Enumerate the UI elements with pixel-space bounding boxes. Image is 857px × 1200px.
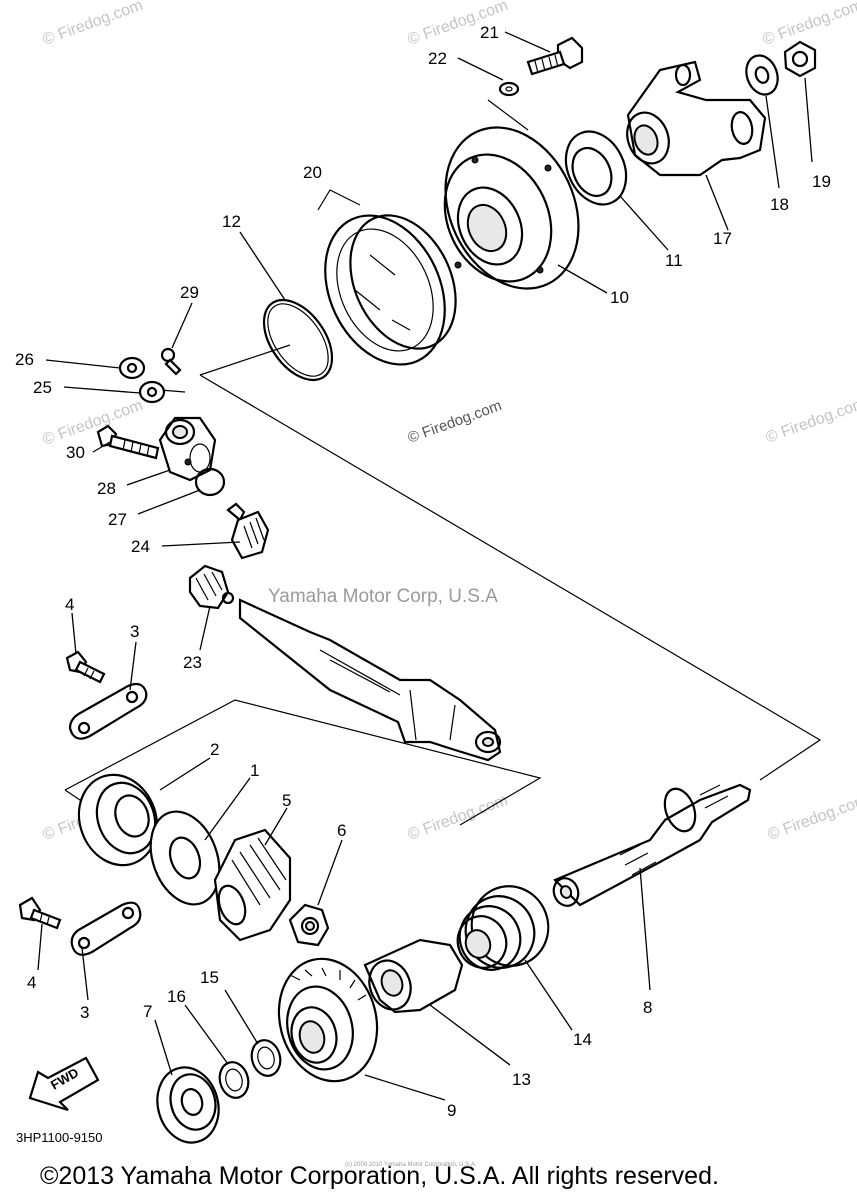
group-line [199,374,822,781]
watermark: © Firedog.com [406,792,511,844]
group-line [64,699,542,826]
drive-gear-part-23 [188,564,235,610]
universal-joint-yoke-part-17 [626,60,767,177]
oil-seal-part-11 [564,130,628,206]
callout-17: 17 [713,229,732,248]
callout-19: 19 [812,172,831,191]
o-ring-inner [267,303,329,377]
bolt-part-4-lower [18,896,62,930]
group-line [317,189,361,211]
callout-23: 23 [183,653,202,672]
shim-ring-part-20 [324,214,457,366]
bearing-housing-part-10 [443,126,580,290]
callout-21: 21 [480,23,499,42]
callout-26: 26 [15,350,34,369]
coupling-part-13 [363,938,464,1014]
callout-24: 24 [131,537,150,556]
callout-22: 22 [428,49,447,68]
group-line [487,99,529,131]
callout-13: 13 [512,1070,531,1089]
sensor-housing-part-28 [158,416,217,482]
callout-5: 5 [282,791,291,810]
circlip-part-16 [218,1061,250,1099]
nut-part-19 [783,40,817,78]
callout-27: 27 [108,510,127,529]
callout-20: 20 [303,163,322,182]
bracket-part-3-upper [68,682,148,740]
callout-4-upper: 4 [65,595,74,614]
callout-3-upper: 3 [130,622,139,641]
shim-part-1 [149,810,221,906]
washer-part-18 [745,54,779,96]
bolt-part-4-upper [65,650,106,684]
callout-28: 28 [97,479,116,498]
watermark: © Firedog.com [406,397,504,447]
o-ring-part-27 [194,467,226,497]
speedometer-shaft [238,598,502,762]
washer-part-22 [498,81,520,97]
callout-1: 1 [250,761,259,780]
screw-part-29 [160,347,182,376]
callout-14: 14 [573,1030,592,1049]
callout-7: 7 [143,1002,152,1021]
callout-9: 9 [447,1101,456,1120]
callout-29: 29 [180,283,199,302]
grouping-lines [64,99,822,826]
watermark: © Firedog.com [761,0,857,49]
bracket-part-3-lower [70,901,142,956]
washer-part-25 [138,380,166,404]
bearing-part-2 [77,773,159,867]
group-line [199,344,291,376]
callout-10: 10 [610,288,629,307]
nut-hole [126,362,138,374]
callout-8: 8 [643,998,652,1017]
washer-hole [146,386,158,398]
ring-gear-part-9 [277,957,379,1083]
callout-2: 2 [210,740,219,759]
washer-hole [754,66,770,84]
nut-part-26 [118,356,146,380]
o-ring-part-12 [262,298,334,382]
watermark: © Firedog.com [41,0,146,49]
callout-3-lower: 3 [80,1003,89,1022]
callouts: 21 22 19 18 17 11 10 20 12 29 26 25 30 2… [15,23,831,1120]
washer-hole [505,86,513,92]
watermark: © Firedog.com [766,792,857,844]
bolt-part-30 [96,424,160,460]
center-watermark: Yamaha Motor Corp, U.S.A [268,586,498,607]
fine-print: (c) 2000-2010 Yamaha Motor Corporation, … [345,1162,477,1168]
callout-6: 6 [337,821,346,840]
leader-lines [37,31,813,1101]
callout-18: 18 [770,195,789,214]
fwd-arrow: FWD [28,1056,100,1112]
callout-11: 11 [665,251,683,270]
nut-part-6 [288,903,330,947]
watermark: © Firedog.com [764,395,857,447]
bearing-part-7 [156,1066,220,1144]
callout-25: 25 [33,378,52,397]
spring-part-14 [456,885,550,971]
driven-gear-part-24 [226,502,270,560]
reference-code: 3HP1100-9150 [16,1130,103,1145]
middle-drive-shaft-part-8 [552,783,752,907]
washer-part-15 [250,1039,282,1077]
copyright-notice: ©2013 Yamaha Motor Corporation, U.S.A. A… [40,1162,719,1190]
callout-4-lower: 4 [27,973,36,992]
pinion-gear-part-5 [213,828,292,942]
callout-30: 30 [66,443,85,462]
bolt-part-21 [526,36,584,76]
callout-12: 12 [222,212,241,231]
callout-16: 16 [167,987,186,1006]
callout-15: 15 [200,968,219,987]
